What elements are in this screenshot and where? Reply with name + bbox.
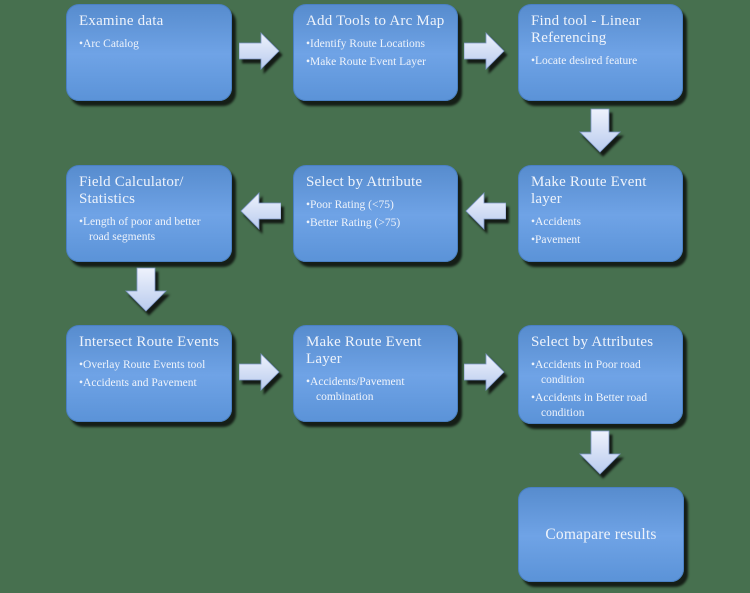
box-title: Comapare results	[545, 525, 657, 543]
box-title: Field Calculator/ Statistics	[79, 174, 184, 207]
bullet-item: Poor Rating (<75)	[306, 198, 447, 213]
bullet-item: Length of poor and better road segments	[79, 215, 221, 245]
arrow-down-icon	[579, 430, 621, 475]
box-bullets: Identify Route Locations Make Route Even…	[306, 37, 447, 70]
flow-box-find-tool-linear-referencing: Find tool - Linear Referencing Locate de…	[518, 4, 683, 101]
flow-box-select-by-attribute: Select by Attribute Poor Rating (<75) Be…	[293, 165, 458, 262]
box-title: Add Tools to Arc Map	[306, 13, 445, 29]
bullet-item: Accidents	[531, 215, 672, 230]
bullet-item: Pavement	[531, 233, 672, 248]
bullet-item: Accidents in Better road condition	[531, 391, 672, 421]
box-bullets: Arc Catalog	[79, 37, 221, 52]
box-title: Select by Attribute	[306, 174, 423, 190]
box-title: Examine data	[79, 13, 164, 29]
flow-box-compare-results: Comapare results	[518, 487, 684, 582]
bullet-item: Locate desired feature	[531, 54, 672, 69]
flow-box-make-route-event-layer-2: Make Route Event Layer Accidents/Pavemen…	[293, 325, 458, 422]
flow-box-select-by-attributes: Select by Attributes Accidents in Poor r…	[518, 325, 683, 424]
arrow-left-icon	[240, 192, 281, 230]
bullet-item: Identify Route Locations	[306, 37, 447, 52]
arrow-down-icon	[125, 267, 167, 312]
arrow-right-icon	[239, 32, 280, 70]
bullet-item: Overlay Route Events tool	[79, 358, 221, 373]
arrow-right-icon	[464, 32, 505, 70]
flow-box-intersect-route-events: Intersect Route Events Overlay Route Eve…	[66, 325, 232, 422]
box-bullets: Locate desired feature	[531, 54, 672, 69]
box-bullets: Length of poor and better road segments	[79, 215, 221, 245]
box-title: Make Route Event layer	[531, 174, 647, 207]
arrow-left-icon	[465, 192, 506, 230]
box-title: Find tool - Linear Referencing	[531, 13, 641, 46]
flow-box-examine-data: Examine data Arc Catalog	[66, 4, 232, 101]
bullet-item: Accidents and Pavement	[79, 376, 221, 391]
flow-box-make-route-event-layer: Make Route Event layer Accidents Pavemen…	[518, 165, 683, 262]
flow-box-field-calculator-statistics: Field Calculator/ Statistics Length of p…	[66, 165, 232, 262]
bullet-item: Accidents/Pavement combination	[306, 375, 447, 405]
box-title: Intersect Route Events	[79, 334, 220, 350]
arrow-down-icon	[579, 108, 621, 153]
box-title: Select by Attributes	[531, 334, 654, 350]
box-bullets: Accidents/Pavement combination	[306, 375, 447, 405]
bullet-item: Accidents in Poor road condition	[531, 358, 672, 388]
arrow-right-icon	[464, 353, 505, 391]
bullet-item: Better Rating (>75)	[306, 216, 447, 231]
box-bullets: Poor Rating (<75) Better Rating (>75)	[306, 198, 447, 231]
flow-box-add-tools-to-arc-map: Add Tools to Arc Map Identify Route Loca…	[293, 4, 458, 101]
box-bullets: Accidents in Poor road condition Acciden…	[531, 358, 672, 421]
bullet-item: Arc Catalog	[79, 37, 221, 52]
box-title: Make Route Event Layer	[306, 334, 422, 367]
box-bullets: Accidents Pavement	[531, 215, 672, 248]
arrow-right-icon	[239, 353, 280, 391]
box-bullets: Overlay Route Events tool Accidents and …	[79, 358, 221, 391]
bullet-item: Make Route Event Layer	[306, 55, 447, 70]
